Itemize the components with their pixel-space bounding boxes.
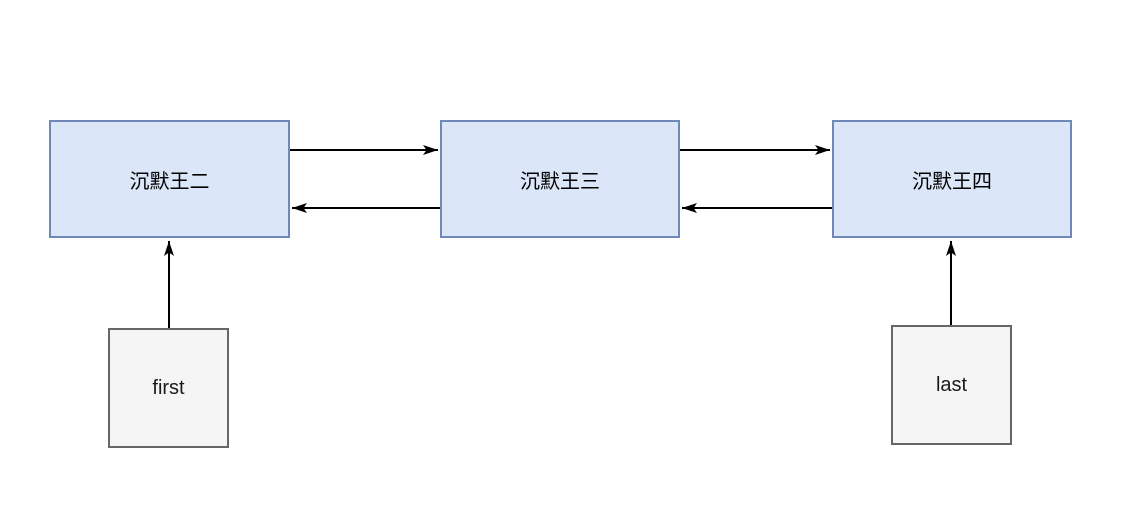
pointer-label: first — [152, 376, 185, 399]
node-label: 沉默王四 — [912, 170, 992, 193]
pointer-label: last — [935, 373, 968, 396]
node-box-1: 沉默王二 — [49, 120, 290, 238]
node-box-3: 沉默王四 — [832, 120, 1072, 238]
node-label: 沉默王二 — [129, 170, 210, 193]
first-pointer-box: first — [108, 328, 229, 448]
last-pointer-box: last — [891, 325, 1012, 445]
node-box-2: 沉默王三 — [440, 120, 680, 238]
node-label: 沉默王三 — [520, 170, 600, 193]
